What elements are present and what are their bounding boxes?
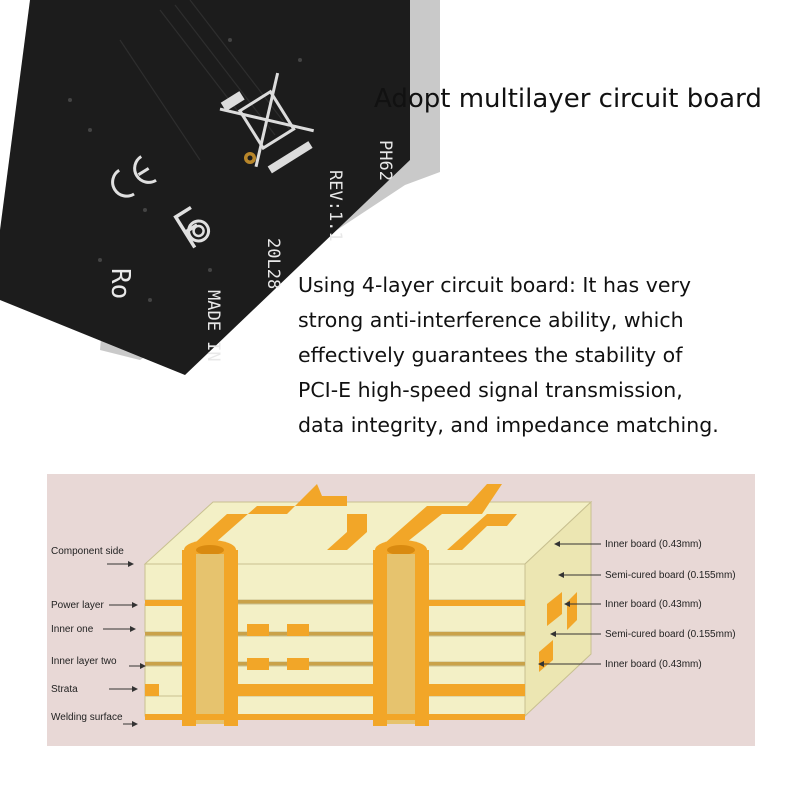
pcb-board: [0, 0, 410, 375]
label-inner-board-1: Inner board (0.43mm): [605, 539, 702, 550]
plated-via: [182, 540, 238, 726]
headline: Adopt multilayer circuit board: [374, 84, 762, 114]
label-inner-board-2: Inner board (0.43mm): [605, 599, 702, 610]
label-inner-layer-two: Inner layer two: [51, 656, 117, 667]
board-partial-mark-text: Ro: [105, 268, 135, 299]
board-revision-text: REV:1.1: [325, 170, 345, 242]
description: Using 4-layer circuit board: It has very…: [298, 268, 793, 443]
plated-via: [373, 540, 429, 726]
fcc-mark-icon: [173, 205, 211, 249]
board-date-code-text: 20L28: [263, 238, 283, 289]
layer-diagram: Component side Power layer Inner one Inn…: [47, 474, 755, 746]
label-semi-cured-board-1: Semi-cured board (0.155mm): [605, 570, 736, 581]
right-labels: Inner board (0.43mm) Semi-cured board (0…: [538, 539, 736, 670]
label-power-layer: Power layer: [51, 600, 104, 611]
board-made-in-text: MADE IN: [203, 290, 223, 362]
label-strata: Strata: [51, 684, 78, 695]
label-welding-surface: Welding surface: [51, 712, 123, 723]
label-component-side: Component side: [51, 546, 124, 557]
label-inner-board-3: Inner board (0.43mm): [605, 659, 702, 670]
left-labels: Component side Power layer Inner one Inn…: [51, 546, 146, 727]
pcb-board-photo: PH62 REV:1.1 20L28 MADE IN Ro: [0, 0, 440, 375]
inner-copper-pads: [145, 600, 525, 720]
ce-mark-icon: [111, 155, 157, 198]
description-line: Using 4-layer circuit board: It has very: [298, 273, 692, 297]
description-line: data integrity, and impedance matching.: [298, 413, 719, 437]
label-semi-cured-board-2: Semi-cured board (0.155mm): [605, 629, 736, 640]
board-model-text: PH62: [375, 140, 395, 181]
description-line: strong anti-interference ability, which: [298, 308, 684, 332]
layer-diagram-svg: Component side Power layer Inner one Inn…: [51, 484, 736, 727]
label-inner-one: Inner one: [51, 624, 94, 635]
description-line: PCI-E high-speed signal transmission,: [298, 378, 683, 402]
weee-crossed-bin-icon: [219, 72, 315, 174]
description-line: effectively guarantees the stability of: [298, 343, 683, 367]
